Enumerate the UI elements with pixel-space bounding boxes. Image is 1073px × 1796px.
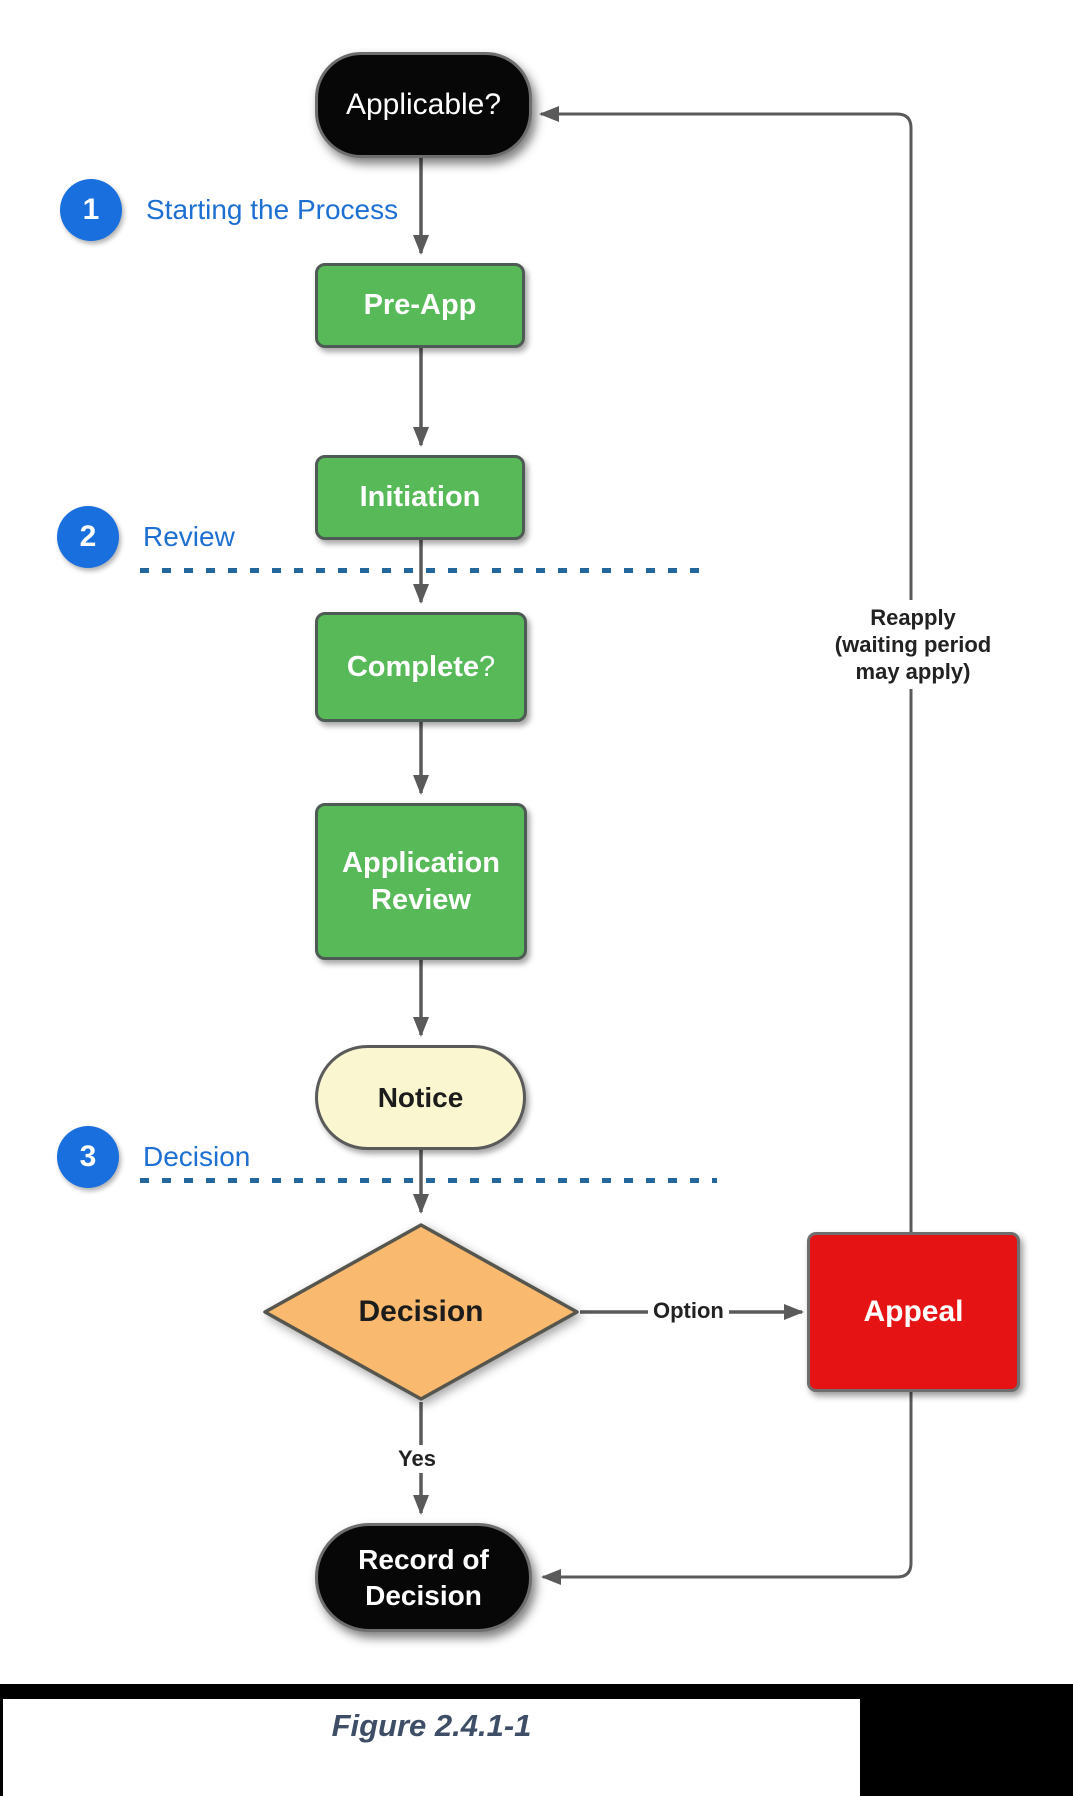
node-appeal: Appeal <box>807 1232 1020 1392</box>
edge-label-reapply-line3: may apply) <box>855 659 971 684</box>
decision-diamond-shape <box>263 1223 579 1401</box>
node-pre-app: Pre-App <box>315 263 525 348</box>
step-badge-3-number: 3 <box>57 1126 119 1188</box>
dotted-divider-decision <box>140 1178 717 1183</box>
caption-panel: Figure 2.4.1-1 <box>3 1699 860 1796</box>
step-badge-3: 3 Decision <box>57 1126 250 1188</box>
node-record-of-decision: Record of Decision <box>315 1523 532 1632</box>
line-appeal-to-applicable-reapply <box>539 106 913 1232</box>
node-applicable: Applicable? <box>315 52 532 158</box>
step-badge-2-label: Review <box>143 521 235 552</box>
step-badge-1-label: Starting the Process <box>146 194 399 225</box>
node-decision-diamond: Decision <box>262 1222 580 1402</box>
node-record-line2: Decision <box>365 1579 482 1611</box>
step-badge-1-number: 1 <box>60 179 122 241</box>
edge-label-reapply: Reapply (waiting period may apply) <box>813 600 1013 689</box>
dotted-divider-review <box>140 568 702 573</box>
node-initiation: Initiation <box>315 455 525 540</box>
node-application-review-line2: Review <box>371 883 471 916</box>
node-notice: Notice <box>315 1045 526 1150</box>
node-appeal-label: Appeal <box>863 1295 964 1328</box>
node-record-line1: Record of <box>358 1543 489 1575</box>
node-decision-label: Decision <box>358 1295 484 1328</box>
edge-label-reapply-line1: Reapply <box>870 605 956 630</box>
node-applicable-label: Applicable? <box>345 88 502 121</box>
node-pre-app-label: Pre-App <box>363 289 477 321</box>
edge-label-reapply-line2: (waiting period <box>834 632 992 657</box>
node-complete: Complete? <box>315 612 527 722</box>
step-badge-3-label: Decision <box>143 1141 251 1172</box>
node-complete-label: Complete? <box>346 650 496 683</box>
node-notice-label: Notice <box>377 1081 464 1113</box>
step-badge-2-number: 2 <box>57 506 119 568</box>
line-appeal-to-record <box>541 1392 913 1585</box>
node-initiation-label: Initiation <box>359 481 481 513</box>
edge-label-option: Option <box>648 1297 729 1325</box>
node-application-review-line1: Application <box>342 846 500 879</box>
step-badge-2: 2 Review <box>57 506 235 568</box>
edge-label-yes: Yes <box>393 1445 441 1473</box>
step-badge-1: 1 Starting the Process <box>60 179 398 241</box>
node-application-review: Application Review <box>315 803 527 960</box>
figure-caption: Figure 2.4.1-1 <box>331 1708 532 1743</box>
